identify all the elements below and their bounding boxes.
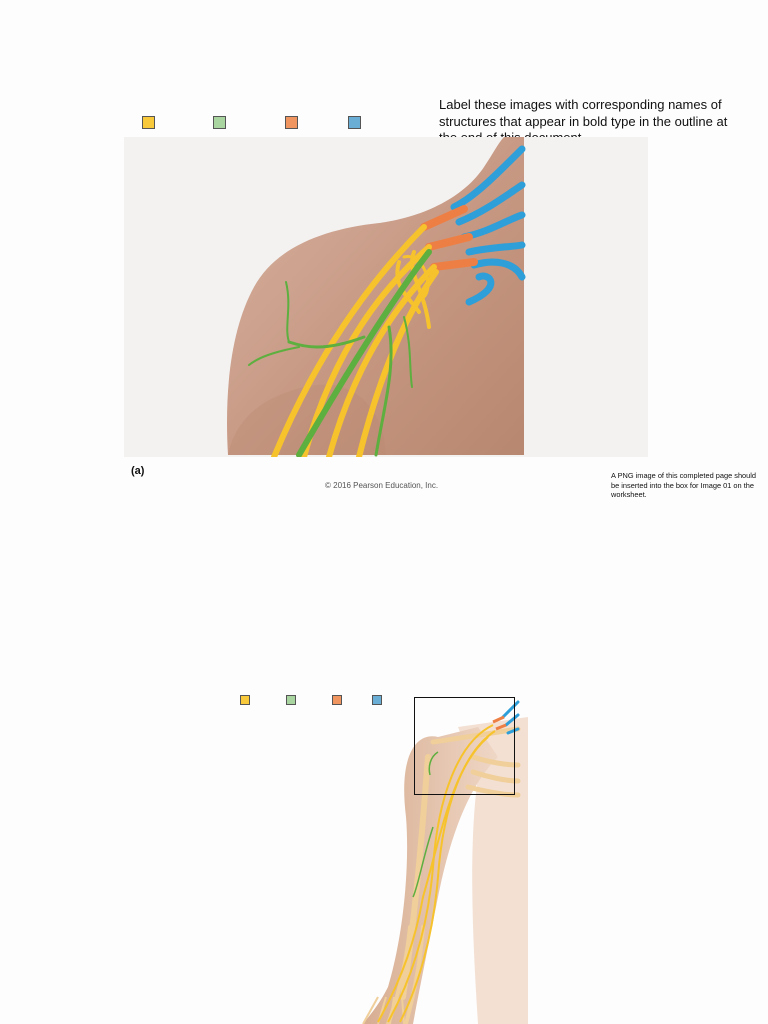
- legend-swatch-green: [213, 116, 226, 129]
- worksheet-note: A PNG image of this completed page shoul…: [611, 471, 757, 500]
- legend-swatch-blue-small: [372, 695, 382, 705]
- legend-swatch-yellow: [142, 116, 155, 129]
- figure-a-shoulder-illustration: [124, 137, 648, 457]
- detail-region-box: [414, 697, 515, 795]
- figure-b-arm-illustration: [362, 700, 528, 1024]
- legend-swatch-orange-small: [332, 695, 342, 705]
- figure-a-label: (a): [131, 465, 145, 477]
- legend-swatch-orange: [285, 116, 298, 129]
- legend-swatch-yellow-small: [240, 695, 250, 705]
- legend-swatch-blue: [348, 116, 361, 129]
- legend-swatch-green-small: [286, 695, 296, 705]
- copyright-text: © 2016 Pearson Education, Inc.: [325, 481, 439, 490]
